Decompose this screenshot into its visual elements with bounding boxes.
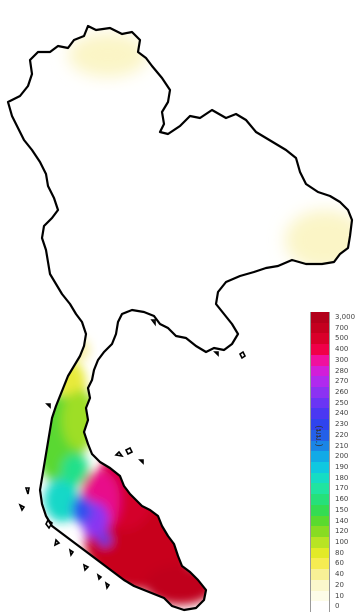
legend-tick-label: 230 (335, 420, 349, 429)
legend-swatch (310, 579, 330, 592)
legend-swatch (310, 387, 330, 399)
islands (18, 319, 247, 591)
legend-swatch (310, 354, 330, 367)
legend-tick-label: 700 (335, 323, 349, 332)
legend-swatch (310, 397, 330, 409)
legend-tick-label: 0 (335, 602, 340, 611)
legend-tick-label: 280 (335, 366, 349, 375)
legend-tick-label: 180 (335, 473, 349, 482)
legend-swatch (310, 419, 330, 431)
legend-swatch (310, 537, 330, 549)
legend-swatch (310, 472, 330, 484)
legend-swatch (310, 408, 330, 420)
legend-swatch (310, 429, 330, 442)
legend-swatch (310, 547, 330, 559)
legend-tick-label: 3,000 (335, 313, 356, 321)
legend-swatch (310, 590, 330, 602)
legend-tick-label: 200 (335, 452, 349, 461)
legend-swatch (310, 344, 330, 356)
rainfall-blue-spot (99, 534, 111, 546)
legend-swatch (310, 365, 330, 377)
rainfall-lightgreen (62, 390, 98, 450)
legend-swatch (310, 451, 330, 463)
legend-swatch (310, 440, 330, 452)
legend-swatch (310, 376, 330, 388)
legend-tick-label: 270 (335, 377, 349, 386)
legend-tick-label: 500 (335, 334, 349, 343)
legend-tick-label: 120 (335, 527, 349, 536)
legend-tick-label: 140 (335, 516, 349, 525)
rainfall-teal (61, 454, 89, 486)
legend-swatch (310, 312, 330, 324)
legend-tick-label: 300 (335, 355, 349, 364)
legend-tick-label: 250 (335, 398, 349, 407)
legend-tick-label: 40 (335, 570, 344, 579)
legend-swatch (310, 601, 330, 613)
legend-tick-label: 10 (335, 591, 344, 600)
legend-swatch (310, 333, 330, 345)
legend-swatch (310, 526, 330, 538)
legend-tick-label: 210 (335, 441, 349, 450)
legend-tick-label: 100 (335, 538, 349, 546)
legend-tick-label: 260 (335, 388, 349, 396)
rainfall-cyan (44, 478, 80, 522)
legend-tick-label: 160 (335, 495, 349, 504)
legend-swatch (310, 569, 330, 581)
legend-tick-label: 190 (335, 463, 349, 471)
legend-swatch (310, 494, 330, 506)
legend-swatch (310, 462, 330, 474)
legend-swatch (310, 515, 330, 527)
legend-swatch (310, 483, 330, 495)
rainfall-blue (72, 496, 92, 524)
legend-swatch (310, 558, 330, 570)
legend-tick-label: 220 (335, 430, 349, 439)
legend-tick-label: 60 (335, 559, 344, 568)
legend-tick-label: 400 (335, 345, 349, 354)
rainfall-north (68, 33, 148, 77)
legend-tick-label: 150 (335, 505, 349, 514)
thailand-outline (6, 24, 354, 612)
legend-tick-label: 170 (335, 484, 349, 493)
legend-swatch (310, 322, 330, 334)
legend-tick-label: 240 (335, 409, 349, 418)
legend-unit-label: (มม.) (313, 425, 323, 447)
legend-tick-label: 80 (335, 548, 344, 557)
legend-swatch (310, 504, 330, 517)
legend-tick-label: 20 (335, 580, 344, 589)
